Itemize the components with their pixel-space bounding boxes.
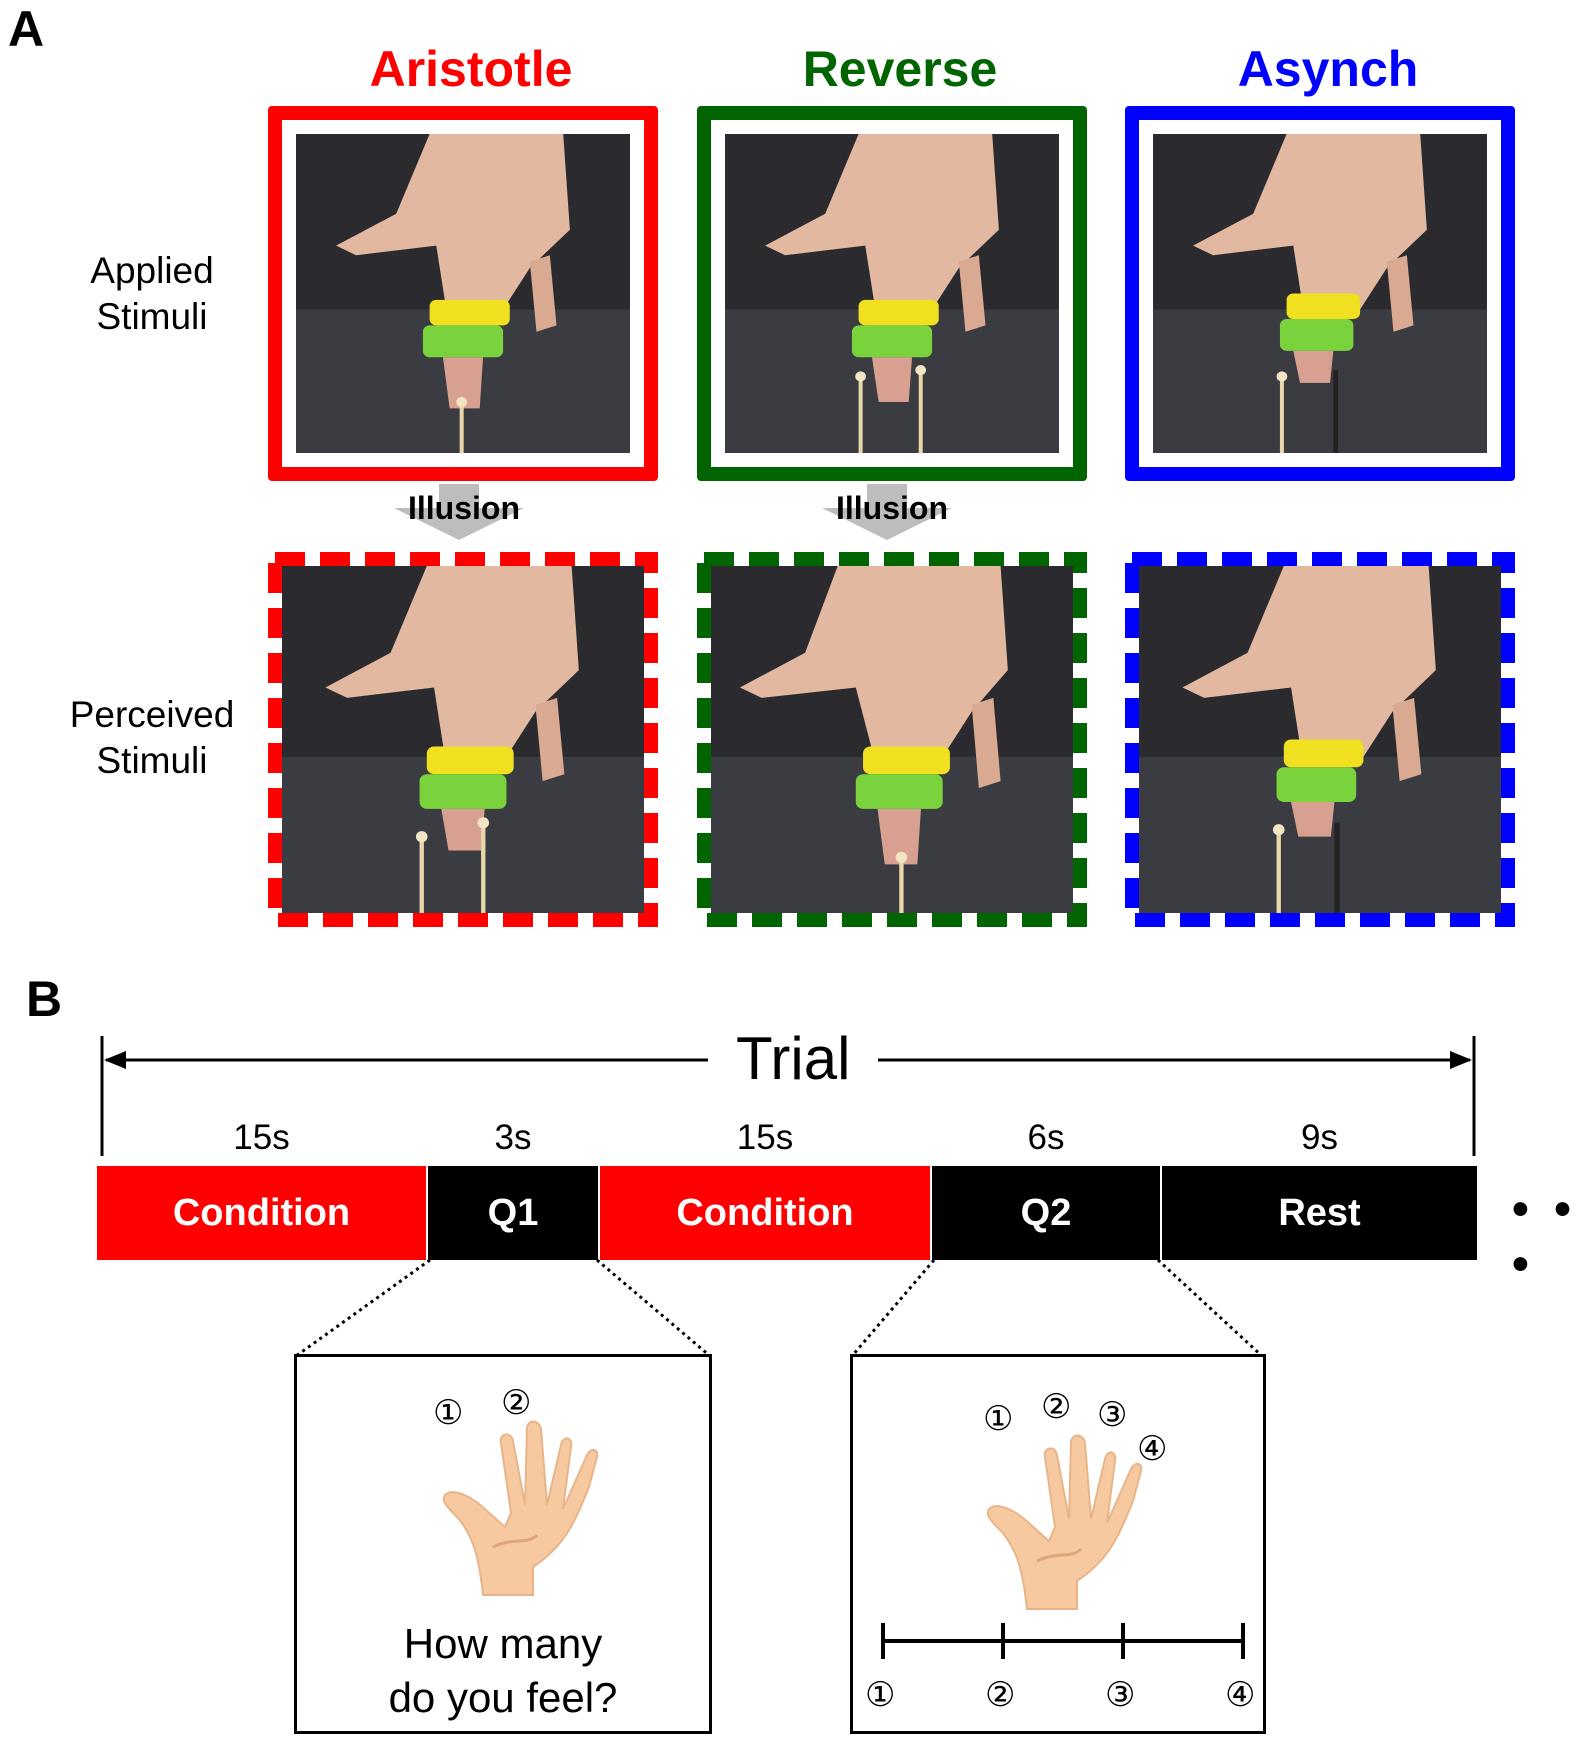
duration-rest: 9s xyxy=(1301,1118,1338,1157)
q1-mark-2: ② xyxy=(501,1384,532,1422)
hand-icon xyxy=(442,1420,599,1596)
duration-condition-1: 15s xyxy=(233,1118,290,1157)
q1-question-line1: How many xyxy=(403,1620,603,1667)
q1-question-line2: do you feel? xyxy=(388,1674,618,1721)
duration-condition-2: 15s xyxy=(736,1118,794,1157)
hand-photo xyxy=(711,566,1073,913)
hand-photo xyxy=(1139,566,1501,913)
ellipsis: • • • xyxy=(1512,1183,1577,1291)
hand-photo xyxy=(725,134,1059,453)
dashed-border xyxy=(268,552,658,927)
q1-mark-1: ① xyxy=(433,1394,464,1432)
dashed-border xyxy=(1125,552,1515,927)
perceived-frame-reverse xyxy=(697,552,1087,927)
q1-question: How many do you feel? xyxy=(297,1617,709,1725)
scale-label-2: ② xyxy=(985,1676,1016,1714)
applied-frame-reverse xyxy=(697,106,1087,481)
title-asynch: Asynch xyxy=(1237,41,1419,97)
scale-label-4: ④ xyxy=(1225,1676,1256,1714)
title-aristotle: Aristotle xyxy=(369,41,573,97)
panel-b-letter: B xyxy=(26,971,63,1027)
q2-box: ① ② ③ ④ ① ② ③ ④ xyxy=(850,1354,1266,1734)
hand-photo xyxy=(282,566,644,913)
illusion-label-aristotle: Illusion xyxy=(408,490,520,526)
segment-rest: Rest xyxy=(1162,1166,1477,1260)
hand-icon xyxy=(986,1434,1143,1610)
panel-a-letter: A xyxy=(8,1,45,57)
title-reverse: Reverse xyxy=(802,41,998,97)
segment-q1: Q1 xyxy=(428,1166,598,1260)
hand-photo xyxy=(1153,134,1487,453)
segment-q2: Q2 xyxy=(932,1166,1160,1260)
row-label-applied-line1: Applied xyxy=(90,250,214,291)
scale-label-3: ③ xyxy=(1105,1676,1136,1714)
perceived-frame-asynch xyxy=(1125,552,1515,927)
applied-frame-asynch xyxy=(1125,106,1515,481)
hand-photo xyxy=(296,134,630,453)
perceived-frame-aristotle xyxy=(268,552,658,927)
row-label-perceived-line2: Stimuli xyxy=(96,740,208,781)
segment-condition-2: Condition xyxy=(600,1166,930,1260)
dashed-border xyxy=(697,552,1087,927)
row-label-applied: Applied Stimuli xyxy=(52,248,252,340)
duration-q1: 3s xyxy=(494,1118,532,1157)
q2-mark-2: ② xyxy=(1041,1388,1072,1426)
trial-label: Trial xyxy=(708,1024,879,1093)
scale-label-1: ① xyxy=(865,1676,896,1714)
row-label-perceived: Perceived Stimuli xyxy=(52,692,252,784)
applied-frame-aristotle xyxy=(268,106,658,481)
row-label-perceived-line1: Perceived xyxy=(69,694,235,735)
illusion-arrow-aristotle xyxy=(394,484,524,540)
row-label-applied-line2: Stimuli xyxy=(96,296,208,337)
illusion-label-reverse: Illusion xyxy=(836,490,948,526)
rating-scale xyxy=(881,1623,1245,1659)
q2-mark-4: ④ xyxy=(1137,1430,1168,1468)
duration-q2: 6s xyxy=(1027,1118,1065,1157)
q2-mark-3: ③ xyxy=(1097,1396,1128,1434)
zoom-lines xyxy=(295,1258,1264,1358)
q2-mark-1: ① xyxy=(983,1400,1014,1438)
segment-condition-1: Condition xyxy=(97,1166,426,1260)
illusion-arrow-reverse xyxy=(822,484,952,540)
q1-box: ① ② How many do you feel? xyxy=(294,1354,712,1734)
